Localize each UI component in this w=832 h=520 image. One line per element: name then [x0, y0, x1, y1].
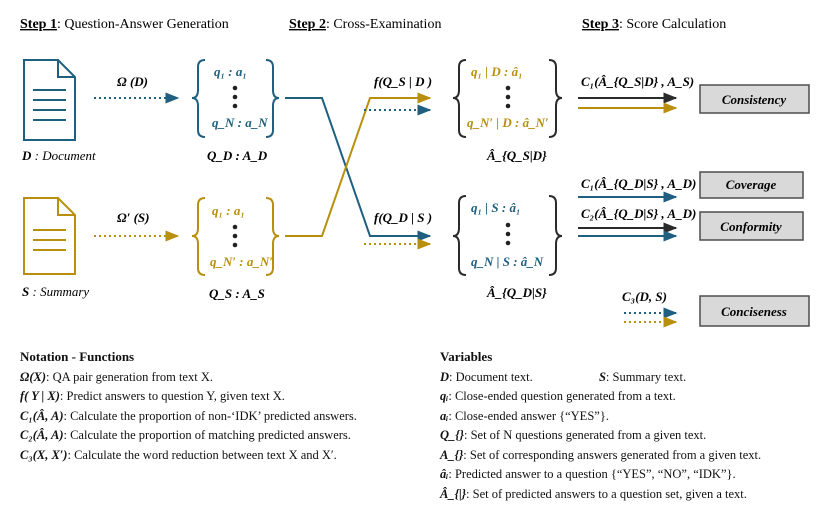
- ahat-qd-s-ellipsis-icon: [505, 222, 511, 246]
- document-caption-text: : Document: [31, 148, 96, 163]
- c1-consistency-formula: C₁(Â_{Q_S|D} , A_S): [581, 74, 694, 89]
- step1-header: Step 1: Question-Answer Generation: [20, 17, 229, 32]
- notation-item: C₃(X, X′): Calculate the word reduction …: [20, 447, 337, 462]
- c1-coverage-formula: C₁(Â_{Q_D|S} , A_D): [581, 176, 696, 191]
- notation-item: Ω(X): QA pair generation from text X.: [20, 369, 213, 384]
- f-qs-d-label: f(Q_S | D ): [374, 74, 432, 89]
- consistency-box: [699, 84, 810, 114]
- notation-section: Notation - Functions Ω(X): QA pair gener…: [20, 347, 430, 465]
- variable-item: âᵢ: Predicted answer to a question {“YES…: [440, 467, 736, 481]
- variable-item: A_{}: Set of corresponding answers gener…: [440, 447, 762, 462]
- step2-header: Step 2: Cross-Examination: [289, 17, 441, 32]
- notation-title: Notation - Functions: [20, 349, 135, 364]
- ahat-qd-s-brace: [452, 195, 563, 276]
- omega-s-label: Ω′ (S): [117, 210, 150, 225]
- ahat-qd-s-label: Â_{Q_D|S}: [486, 285, 547, 300]
- c2-conformity-formula: C₂(Â_{Q_D|S} , A_D): [581, 206, 696, 221]
- qs-brace: [191, 197, 280, 276]
- conformity-box: [699, 211, 804, 241]
- ahat-qs-d-last: q_N′ | D : â_N′: [467, 115, 549, 130]
- variable-item: Â_{|}: Set of predicted answers to a que…: [440, 486, 747, 501]
- step1-label: Step 1: [20, 17, 57, 32]
- ahat-qs-d-ellipsis-icon: [505, 85, 511, 109]
- f-qd-s-label: f(Q_D | S ): [374, 210, 432, 225]
- coverage-label: Coverage: [726, 177, 777, 192]
- conformity-label: Conformity: [720, 219, 782, 234]
- consistency-label: Consistency: [722, 92, 787, 107]
- qd-label: Q_D : A_D: [207, 148, 268, 163]
- variable-item: Q_{}: Set of N questions generated from …: [440, 428, 707, 442]
- qs-first-pair: q₁ : a₁: [212, 203, 245, 218]
- step3-title: : Score Calculation: [619, 17, 726, 32]
- notation-item: C₁(Â, A): Calculate the proportion of no…: [20, 408, 357, 423]
- summary-caption: S : Summary: [22, 284, 89, 299]
- qs-ellipsis-icon: [232, 224, 238, 248]
- conciseness-label: Conciseness: [721, 304, 787, 319]
- notation-item: f( Y | X): Predict answers to question Y…: [20, 389, 285, 403]
- qs-last-pair: q_N′ : a_N′: [210, 254, 273, 269]
- document-symbol: D: [21, 148, 32, 163]
- omega-d-label: Ω (D): [117, 74, 148, 89]
- qd-ellipsis-icon: [232, 85, 238, 109]
- document-icon: [23, 59, 76, 141]
- summary-symbol: S: [22, 284, 29, 299]
- document-caption: D : Document: [21, 148, 96, 163]
- variables-title: Variables: [440, 349, 493, 364]
- ahat-qd-s-first: q₁ | S : â₁: [471, 200, 521, 215]
- qd-brace: [191, 59, 280, 138]
- variable-item: aᵢ: Close-ended answer {“YES”}.: [440, 408, 609, 423]
- summary-caption-text: : Summary: [29, 284, 89, 299]
- step3-label: Step 3: [582, 17, 619, 32]
- conciseness-box: [699, 295, 810, 327]
- step2-label: Step 2: [289, 17, 326, 32]
- coverage-box: [699, 171, 804, 199]
- qd-first-pair: q₁ : a₁: [214, 64, 247, 79]
- qs-label: Q_S : A_S: [209, 286, 265, 301]
- qd-last-pair: q_N : a_N: [212, 115, 268, 130]
- variables-section: Variables D: Document text. S: Summary t…: [440, 347, 825, 504]
- summary-icon: [23, 197, 76, 275]
- ahat-qs-d-first: q₁ | D : â₁: [471, 64, 523, 79]
- step3-header: Step 3: Score Calculation: [582, 17, 726, 32]
- c3-conciseness-formula: C₃(D, S): [622, 289, 667, 304]
- step2-title: : Cross-Examination: [326, 17, 442, 32]
- ahat-qs-d-brace: [452, 59, 563, 138]
- ahat-qd-s-last: q_N | S : â_N: [471, 254, 544, 269]
- ahat-qs-d-label: Â_{Q_S|D}: [486, 148, 547, 163]
- step1-title: : Question-Answer Generation: [57, 17, 229, 32]
- variable-item: qᵢ: Close-ended question generated from …: [440, 389, 676, 403]
- variables-ds-row: D: Document text. S: Summary text.: [440, 369, 687, 384]
- pipeline-diagram: Step 1: Question-Answer Generation Step …: [20, 17, 810, 328]
- qs-to-document-line: [285, 92, 432, 237]
- notation-item: C₂(Â, A): Calculate the proportion of ma…: [20, 428, 351, 442]
